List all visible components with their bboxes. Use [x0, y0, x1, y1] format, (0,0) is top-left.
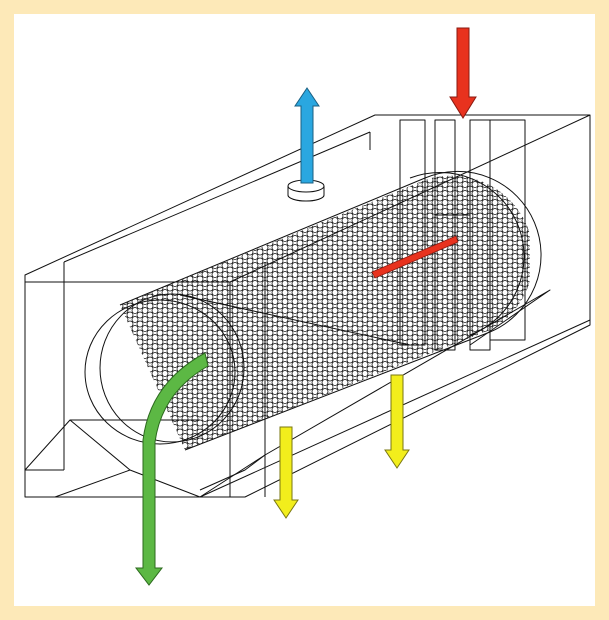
drum-rear-inner-rim [409, 171, 525, 336]
drum-axis-line [179, 294, 411, 346]
trough-lip [199, 454, 266, 491]
heater-post-4 [489, 119, 526, 341]
housing-inner-top [63, 131, 371, 263]
heater-frame [399, 119, 526, 351]
down-arrow-icon [449, 27, 477, 119]
heater-post-1 [399, 119, 426, 346]
trough-left [24, 419, 131, 498]
up-arrow-icon [294, 87, 320, 184]
down-arrow-icon [273, 426, 299, 519]
drum-perforation [120, 175, 530, 451]
curved-arrow-icon [134, 352, 209, 586]
down-arrow-icon [384, 374, 410, 469]
housing-outline [24, 114, 591, 498]
drum-rear-rim [424, 170, 542, 333]
drum-top-edge [119, 177, 426, 306]
heating-rod [371, 235, 459, 279]
drum-bottom-edge [184, 331, 491, 451]
drum-front-face [84, 299, 236, 445]
exhaust-nozzle [287, 179, 325, 202]
drum-front-ring [99, 293, 245, 443]
